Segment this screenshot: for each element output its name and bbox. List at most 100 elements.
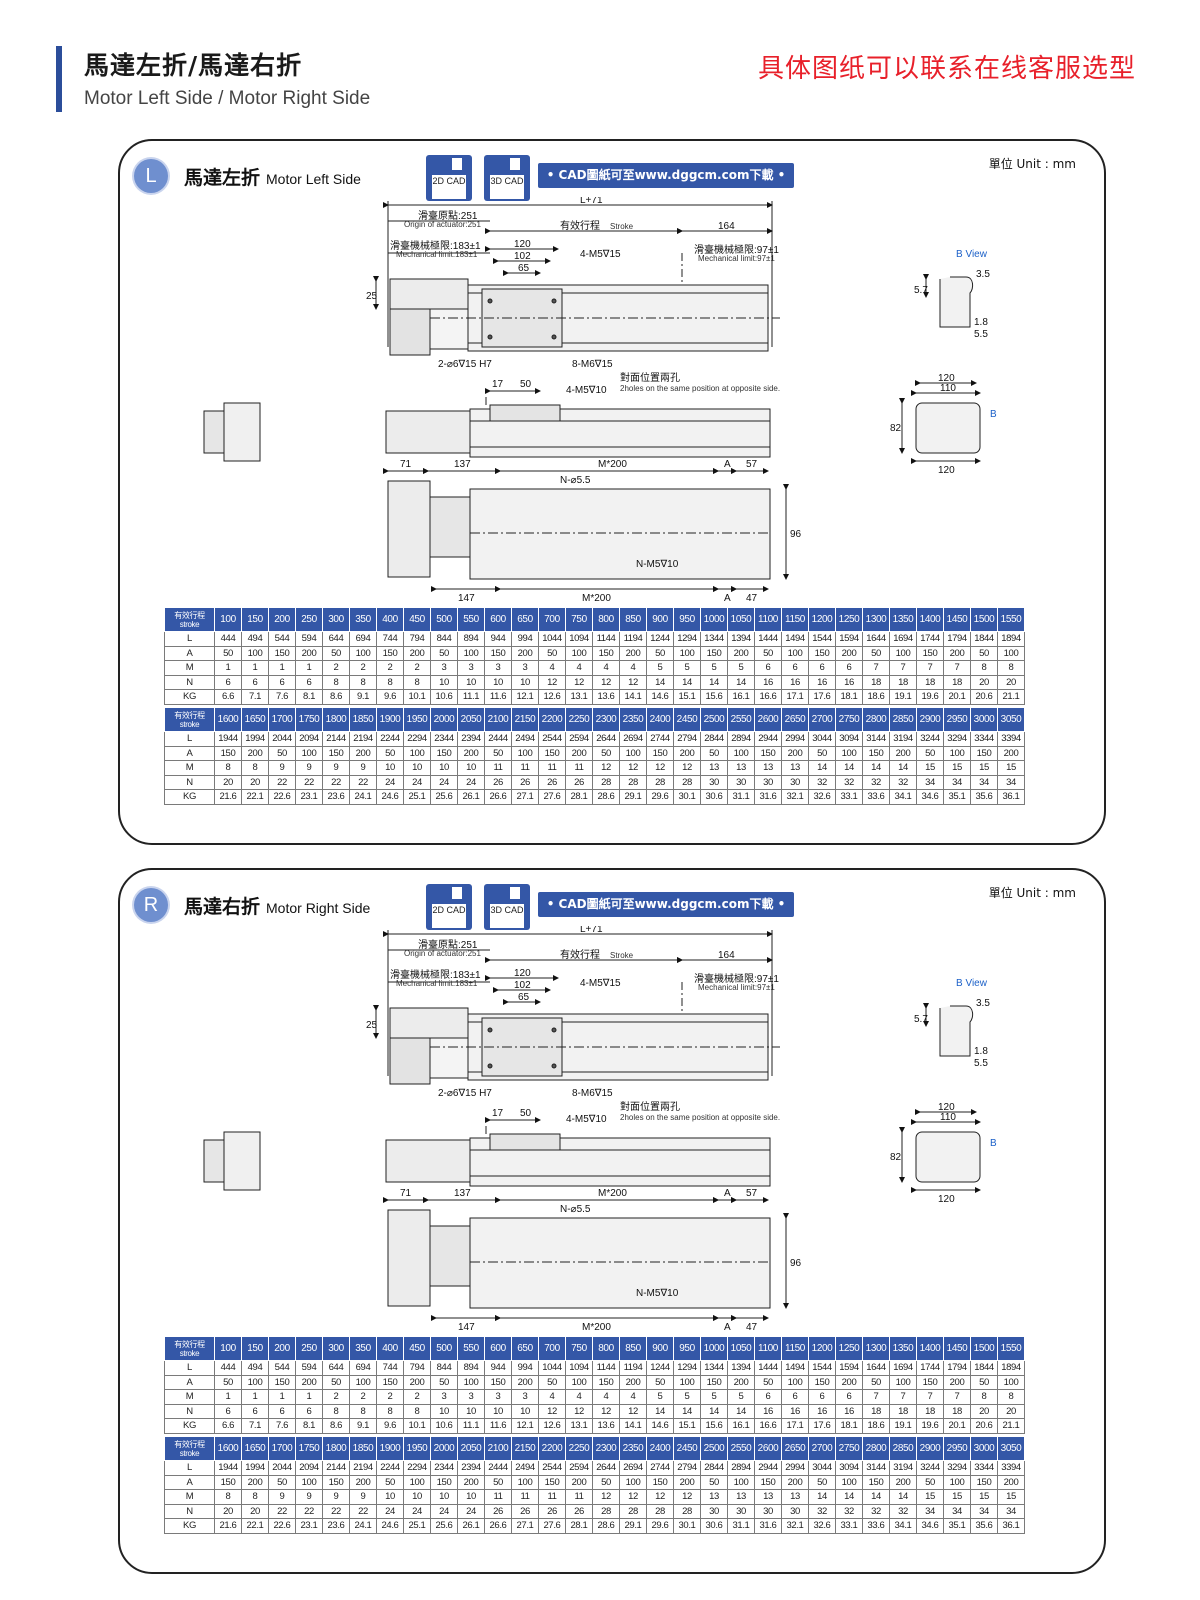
drawing-label-d17: 17 xyxy=(492,379,504,390)
table-cell: 20.1 xyxy=(943,689,971,705)
table-cell: 50 xyxy=(268,1474,296,1490)
drawing-label-d65: 65 xyxy=(518,263,530,274)
table-cell: 28 xyxy=(646,774,674,790)
drawing-label-b: B xyxy=(990,409,997,420)
table-cell: 200 xyxy=(673,745,701,761)
table-cell: 3244 xyxy=(916,731,944,747)
table-cell: 50 xyxy=(862,645,890,661)
stroke-cell: 1650 xyxy=(241,1436,269,1461)
table-cell: 100 xyxy=(619,1474,647,1490)
table-cell: 30 xyxy=(727,1503,755,1519)
table-cell: 1444 xyxy=(754,1360,782,1376)
cad-3d-icon[interactable]: 3D CAD xyxy=(484,155,530,201)
table-cell: 17.1 xyxy=(781,1418,809,1434)
stroke-cell: 3050 xyxy=(997,707,1025,732)
cad-2d-icon[interactable]: 2D CAD xyxy=(426,155,472,201)
table-cell: 25.6 xyxy=(430,789,458,805)
table-cell: 150 xyxy=(322,745,350,761)
cad-3d-icon[interactable]: 3D CAD xyxy=(484,884,530,930)
drawing-label-m200: M*200 xyxy=(582,1322,611,1333)
stroke-cell: 1600 xyxy=(214,707,242,732)
drawing-label-d57s: 5.7 xyxy=(914,285,928,296)
table-cell: 14 xyxy=(727,674,755,690)
table-cell: 50 xyxy=(646,645,674,661)
table-cell: 3344 xyxy=(970,731,998,747)
stroke-cell: 150 xyxy=(241,1336,269,1361)
stroke-cell: 1950 xyxy=(403,1436,431,1461)
table-cell: 3 xyxy=(484,660,512,676)
table-cell: 200 xyxy=(727,645,755,661)
table-cell: 33.1 xyxy=(835,789,863,805)
table-cell: 20 xyxy=(970,1403,998,1419)
table-cell: 200 xyxy=(673,1474,701,1490)
table-cell: 18 xyxy=(916,674,944,690)
table-cell: 26.6 xyxy=(484,789,512,805)
table-cell: 1 xyxy=(214,660,242,676)
drawing-label-d65: 65 xyxy=(518,992,530,1003)
table-cell: 20.6 xyxy=(970,689,998,705)
drawing-label-d35: 3.5 xyxy=(976,998,990,1009)
table-cell: 150 xyxy=(214,1474,242,1490)
table-cell: 9.1 xyxy=(349,1418,377,1434)
stroke-cell: 2000 xyxy=(430,1436,458,1461)
table-cell: 50 xyxy=(916,745,944,761)
table-cell: 35.1 xyxy=(943,1518,971,1534)
stroke-cell: 1350 xyxy=(889,607,917,632)
table-cell: 2694 xyxy=(619,731,647,747)
row-label: L xyxy=(164,1460,215,1476)
table-cell: 1394 xyxy=(727,1360,755,1376)
drawing-label-d50: 50 xyxy=(520,1108,532,1119)
stroke-cell: 500 xyxy=(430,1336,458,1361)
drawing-label-opp-holes-en: 2holes on the same position at opposite … xyxy=(620,384,780,393)
table-cell: 34.1 xyxy=(889,1518,917,1534)
cad-download-banner[interactable]: • CAD圖紙可至www.dggcm.com下載 • xyxy=(538,163,794,188)
table-cell: 150 xyxy=(808,1374,836,1390)
table-cell: 9 xyxy=(268,1489,296,1505)
drawing-label-d102: 102 xyxy=(514,251,531,262)
table-cell: 200 xyxy=(349,1474,377,1490)
drawing-label-mech-r: 滑臺機械極限:97±1 xyxy=(694,243,779,256)
table-cell: 18.6 xyxy=(862,689,890,705)
drawing-label-m5-15: 4-M5∇15 xyxy=(580,978,621,989)
stroke-cell: 400 xyxy=(376,607,404,632)
table-cell: 6 xyxy=(268,1403,296,1419)
table-cell: 14 xyxy=(808,760,836,776)
table-cell: 200 xyxy=(349,745,377,761)
table-cell: 6 xyxy=(214,674,242,690)
table-cell: 100 xyxy=(727,1474,755,1490)
table-cell: 100 xyxy=(997,1374,1025,1390)
table-cell: 100 xyxy=(403,1474,431,1490)
drawing-label-badge: R xyxy=(143,894,159,916)
table-cell: 15.6 xyxy=(700,1418,728,1434)
table-cell: 28.1 xyxy=(565,789,593,805)
stroke-cell: 2300 xyxy=(592,707,620,732)
table-cell: 150 xyxy=(430,1474,458,1490)
table-cell: 16 xyxy=(835,674,863,690)
table-cell: 15 xyxy=(997,1489,1025,1505)
cad-2d-icon[interactable]: 2D CAD xyxy=(426,884,472,930)
table-cell: 29.1 xyxy=(619,1518,647,1534)
table-cell: 200 xyxy=(457,1474,485,1490)
table-cell: 14 xyxy=(673,674,701,690)
table-cell: 100 xyxy=(295,1474,323,1490)
table-cell: 11.1 xyxy=(457,689,485,705)
table-cell: 3 xyxy=(511,660,539,676)
stroke-cell: 2950 xyxy=(943,1436,971,1461)
table-cell: 200 xyxy=(889,745,917,761)
table-cell: 494 xyxy=(241,1360,269,1376)
table-cell: 594 xyxy=(295,631,323,647)
table-cell: 2394 xyxy=(457,1460,485,1476)
table-cell: 27.6 xyxy=(538,1518,566,1534)
table-cell: 11 xyxy=(565,1489,593,1505)
table-cell: 14 xyxy=(727,1403,755,1419)
drawing-label-d50: 50 xyxy=(520,379,532,390)
table-cell: 100 xyxy=(457,1374,485,1390)
cad-download-banner[interactable]: • CAD圖紙可至www.dggcm.com下載 • xyxy=(538,892,794,917)
